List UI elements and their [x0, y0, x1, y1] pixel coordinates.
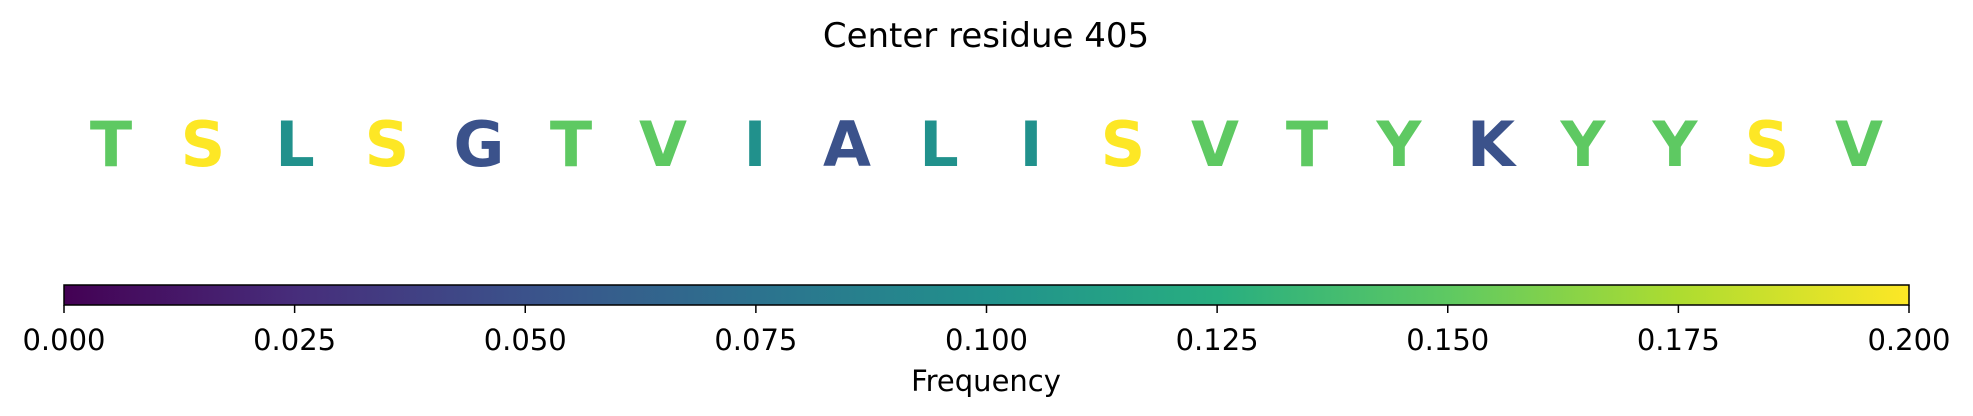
residue-letter-17: Y	[1652, 108, 1699, 181]
residue-letter-14: Y	[1376, 108, 1423, 181]
colorbar-tick-label-6: 0.150	[1406, 323, 1489, 357]
colorbar-tick-label-4: 0.100	[945, 323, 1028, 357]
residue-letter-19: V	[1835, 108, 1883, 181]
residue-letter-18: S	[1745, 108, 1790, 181]
residue-letter-0: T	[90, 108, 132, 181]
residue-letter-16: Y	[1560, 108, 1607, 181]
residue-letter-9: L	[919, 108, 959, 181]
colorbar	[63, 284, 1910, 306]
residue-letter-10: I	[1019, 108, 1042, 181]
residue-letter-1: S	[181, 108, 226, 181]
residue-letter-3: S	[365, 108, 410, 181]
colorbar-tick-label-5: 0.125	[1176, 323, 1259, 357]
residue-letter-13: T	[1286, 108, 1328, 181]
residue-letter-8: A	[823, 108, 871, 181]
residue-letter-12: V	[1191, 108, 1239, 181]
residue-letter-11: S	[1101, 108, 1146, 181]
colorbar-tick-label-8: 0.200	[1867, 323, 1950, 357]
colorbar-tick-label-3: 0.075	[714, 323, 797, 357]
colorbar-label: Frequency	[911, 364, 1061, 398]
residue-letter-4: G	[454, 108, 505, 181]
colorbar-tick-label-0: 0.000	[22, 323, 105, 357]
residue-letter-5: T	[550, 108, 592, 181]
colorbar-tick-label-1: 0.025	[253, 323, 336, 357]
residue-letter-15: K	[1467, 108, 1517, 181]
colorbar-ticks: 0.000 0.025 0.050 0.075 0.100 0.125 0.150 0.175…	[22, 305, 1951, 357]
colorbar-tick-label-2: 0.050	[484, 323, 567, 357]
colorbar-tick-label-7: 0.175	[1637, 323, 1720, 357]
chart-title: Center residue 405	[823, 16, 1149, 56]
residue-letter-7: I	[743, 108, 766, 181]
residue-letter-6: V	[639, 108, 687, 181]
residue-letter-2: L	[275, 108, 315, 181]
